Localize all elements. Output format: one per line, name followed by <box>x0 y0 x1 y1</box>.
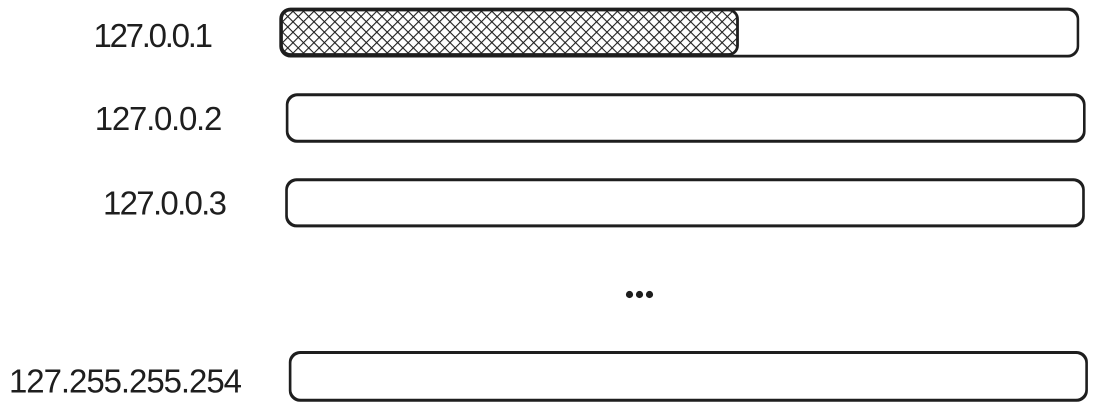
svg-text:127.0.0.2: 127.0.0.2 <box>95 100 223 137</box>
svg-text:127.0.0.1: 127.0.0.1 <box>94 17 214 54</box>
svg-text:127.255.255.254: 127.255.255.254 <box>9 363 242 400</box>
svg-text:127.0.0.3: 127.0.0.3 <box>103 185 227 222</box>
